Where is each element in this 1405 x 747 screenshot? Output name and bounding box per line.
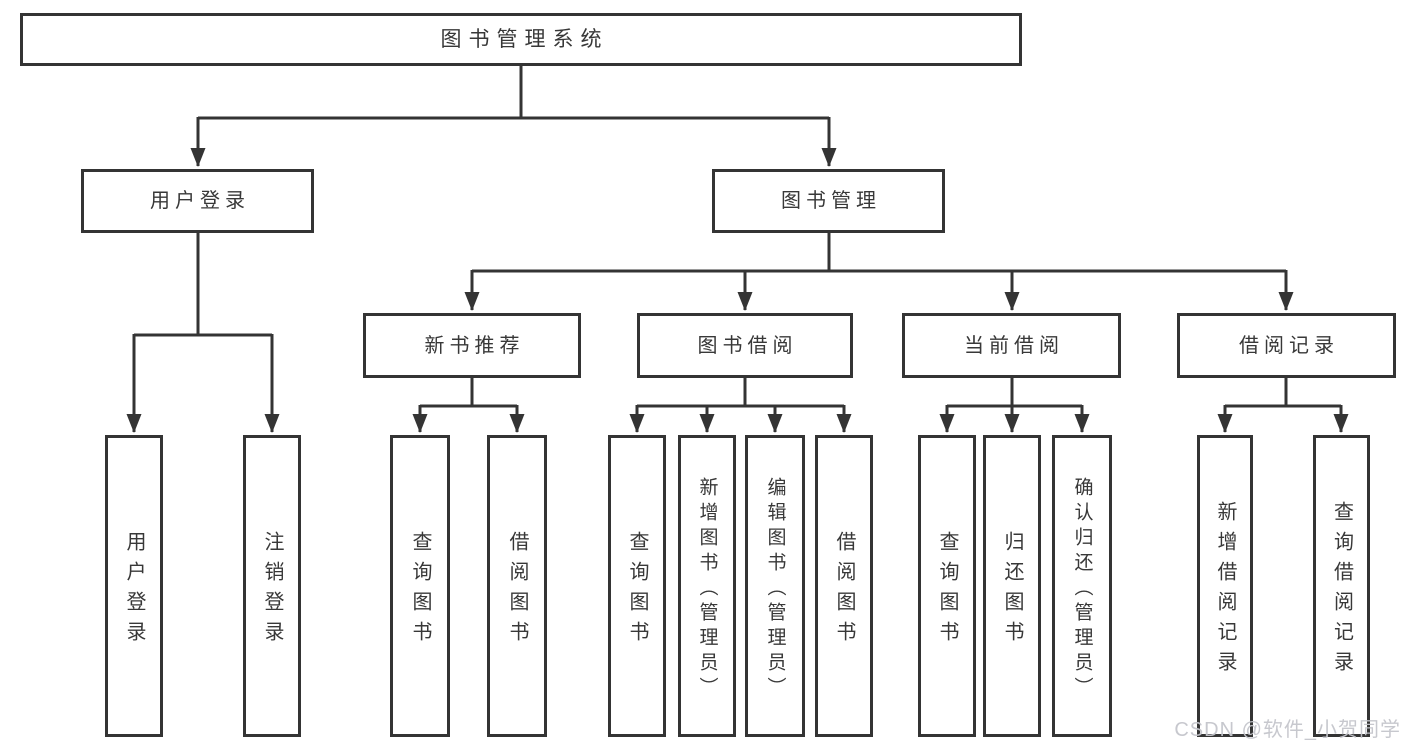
node-current-borrow: 当前借阅 <box>902 313 1121 378</box>
leaf-label: 查询图书 <box>936 531 958 651</box>
leaf-borrow-borrow-books: 借阅图书 <box>815 435 873 737</box>
leaf-user-login: 用户登录 <box>105 435 163 737</box>
leaf-logout: 注销登录 <box>243 435 301 737</box>
node-library-management-system: 图书管理系统 <box>20 13 1022 66</box>
leaf-label: 新增图书（管理员） <box>696 476 718 702</box>
node-book-borrow: 图书借阅 <box>637 313 853 378</box>
node-label: 用户登录 <box>150 190 250 212</box>
leaf-label: 编辑图书（管理员） <box>764 476 786 702</box>
node-label: 图书管理 <box>781 190 881 212</box>
leaf-borrow-edit-books-admin: 编辑图书（管理员） <box>745 435 805 737</box>
leaf-label: 借阅图书 <box>506 531 528 651</box>
leaf-recommend-borrow-books: 借阅图书 <box>487 435 547 737</box>
leaf-label: 用户登录 <box>123 531 145 651</box>
leaf-records-query-record: 查询借阅记录 <box>1313 435 1370 737</box>
leaf-label: 查询图书 <box>626 531 648 651</box>
node-label: 图书借阅 <box>697 334 798 357</box>
node-book-management: 图书管理 <box>712 169 945 233</box>
node-user-login: 用户登录 <box>81 169 314 233</box>
leaf-label: 归还图书 <box>1001 531 1023 651</box>
leaf-current-query-books: 查询图书 <box>918 435 976 737</box>
leaf-label: 查询图书 <box>409 531 431 651</box>
leaf-label: 查询借阅记录 <box>1330 501 1353 681</box>
leaf-label: 注销登录 <box>261 531 283 651</box>
csdn-watermark: CSDN @软件_小贺同学 <box>1174 719 1401 741</box>
leaf-records-add-record: 新增借阅记录 <box>1197 435 1253 737</box>
leaf-current-confirm-return-admin: 确认归还（管理员） <box>1052 435 1112 737</box>
node-label: 新书推荐 <box>424 334 525 357</box>
leaf-label: 新增借阅记录 <box>1214 501 1236 681</box>
node-label: 图书管理系统 <box>440 27 609 51</box>
leaf-borrow-query-books: 查询图书 <box>608 435 666 737</box>
leaf-borrow-add-books-admin: 新增图书（管理员） <box>678 435 736 737</box>
leaf-current-return-books: 归还图书 <box>983 435 1041 737</box>
leaf-label: 借阅图书 <box>833 531 855 651</box>
node-new-book-recommend: 新书推荐 <box>363 313 581 378</box>
leaf-label: 确认归还（管理员） <box>1071 476 1093 702</box>
node-label: 借阅记录 <box>1239 334 1339 357</box>
node-borrow-records: 借阅记录 <box>1177 313 1396 378</box>
leaf-recommend-query-books: 查询图书 <box>390 435 450 737</box>
node-label: 当前借阅 <box>964 334 1064 357</box>
